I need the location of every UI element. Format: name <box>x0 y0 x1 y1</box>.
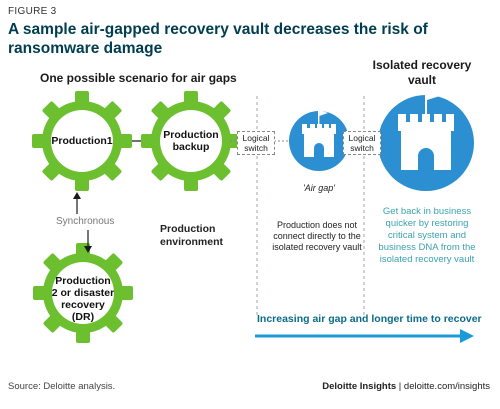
vault-heading: Isolated recovery vault <box>372 58 472 87</box>
no-connect-text: Production does not connect directly to … <box>272 220 362 252</box>
production-environment-label: Production environment <box>160 223 224 248</box>
brand-url: deloitte.com/insights <box>403 381 490 392</box>
brand-name: Deloitte Insights <box>322 381 397 392</box>
synchronous-label: Synchronous <box>56 216 115 227</box>
logical-switch-1: Logical switch <box>237 131 275 155</box>
increase-arrow-label: Increasing air gap and longer time to re… <box>257 313 482 325</box>
vault-description: Get back in business quicker by restorin… <box>378 206 476 265</box>
source-note: Source: Deloitte analysis. <box>8 381 116 392</box>
figure-label: FIGURE 3 <box>8 6 57 17</box>
gear-label-production-backup: Production backup <box>163 129 219 153</box>
air-gap-castle-icon <box>289 110 349 171</box>
gear-label-production1: Production1 <box>51 135 113 147</box>
logical-switch-2: Logical switch <box>343 131 381 155</box>
scenario-heading: One possible scenario for air gaps <box>40 71 237 85</box>
vault-castle-icon <box>378 92 474 191</box>
air-gap-label: 'Air gap' <box>303 183 335 193</box>
figure-title: A sample air-gapped recovery vault decre… <box>8 21 428 57</box>
gear-label-production2: Production 2 or disaster recovery (DR) <box>51 275 115 323</box>
synchronous-arrows <box>73 192 92 253</box>
footer-branding: Deloitte Insights | deloitte.com/insight… <box>300 381 490 392</box>
brand-separator: | <box>396 381 404 392</box>
increase-arrow <box>255 329 474 343</box>
